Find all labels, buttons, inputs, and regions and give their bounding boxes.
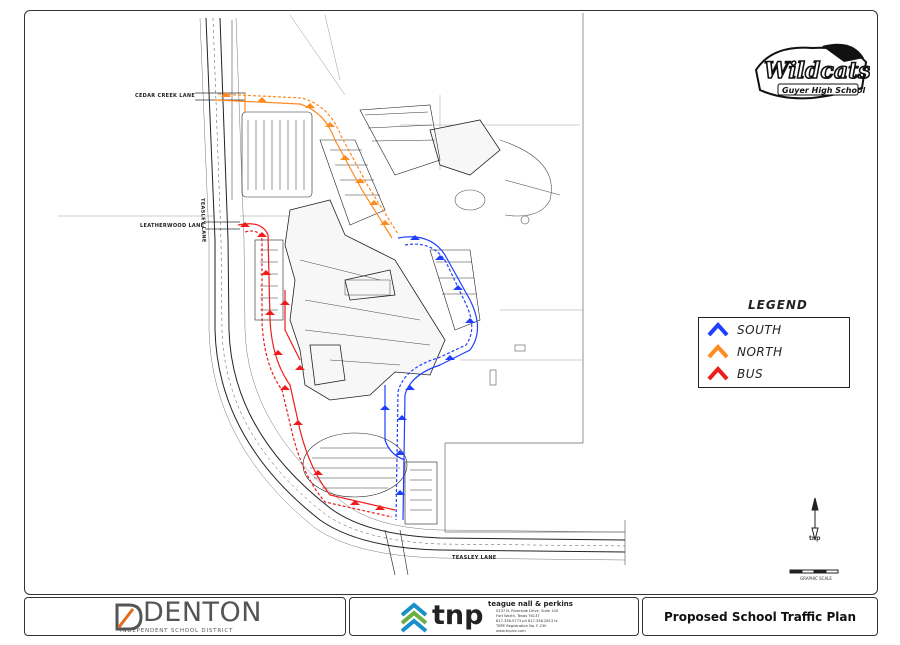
district-name: DENTON — [143, 597, 262, 628]
firm-logo-text: tnp — [432, 600, 484, 631]
drive-loops — [454, 139, 561, 386]
firm-line: 5237 N. Riverside Drive, Suite 100 — [496, 609, 559, 613]
plan-title: Proposed School Traffic Plan — [663, 609, 857, 624]
firm-line: Fort Worth, Texas 76137 — [496, 614, 540, 618]
south-route — [384, 236, 479, 521]
footer-firm: tnp teague nall & perkins 5237 N. Rivers… — [349, 597, 639, 636]
firm-name: teague nall & perkins — [488, 600, 573, 608]
bus-route-arrows — [240, 222, 385, 510]
school-buildings — [284, 119, 501, 401]
denton-emblem-icon — [115, 603, 143, 631]
north-arrow-icon — [811, 497, 819, 541]
firm-line: www.tnpinc.com — [496, 629, 526, 633]
site-lines — [58, 14, 583, 361]
firm-line: 817.336.5773 ph 817.336.2813 fx — [496, 619, 558, 623]
road-label-leatherwood: LEATHERWOOD LANE — [140, 223, 205, 229]
bus-arrow-icon — [707, 366, 729, 381]
legend-title: LEGEND — [748, 298, 808, 312]
property-boundary — [231, 13, 626, 565]
map-sheet — [24, 10, 878, 595]
graphic-scale — [789, 569, 839, 574]
scale-label: GRAPHIC SCALE — [800, 576, 832, 581]
legend-item-south: SOUTH — [707, 321, 782, 339]
south-route-arrows — [380, 235, 475, 495]
logo-subtitle: Guyer High School — [782, 86, 865, 95]
north-arrow-icon — [707, 344, 729, 359]
footer-plan-title: Proposed School Traffic Plan — [642, 597, 878, 636]
north-route-arrows — [221, 92, 390, 225]
firm-line: TBPE Registration No. F-230 — [496, 624, 547, 628]
north-arrow-label: tnp — [809, 535, 821, 542]
district-subtitle: INDEPENDENT SCHOOL DISTRICT — [120, 628, 234, 634]
logo-title: Wildcats — [764, 58, 870, 84]
footer-district: DENTON INDEPENDENT SCHOOL DISTRICT — [24, 597, 346, 636]
wildcats-logo: Wildcats Guyer High School — [752, 40, 871, 110]
legend: SOUTH NORTH BUS — [698, 317, 850, 388]
tnp-chevron-icon — [400, 602, 428, 633]
parking-stalls — [247, 111, 476, 511]
legend-label: SOUTH — [737, 323, 782, 337]
building-detail — [299, 259, 431, 366]
legend-label: NORTH — [737, 345, 783, 359]
legend-item-bus: BUS — [707, 365, 763, 383]
road-label-cedar-creek: CEDAR CREEK LANE — [135, 93, 196, 99]
legend-label: BUS — [737, 367, 764, 381]
road-label-teasley-bottom: TEASLEY LANE — [452, 555, 497, 561]
south-arrow-icon — [707, 322, 729, 337]
north-route — [214, 92, 399, 239]
legend-item-north: NORTH — [707, 343, 783, 361]
